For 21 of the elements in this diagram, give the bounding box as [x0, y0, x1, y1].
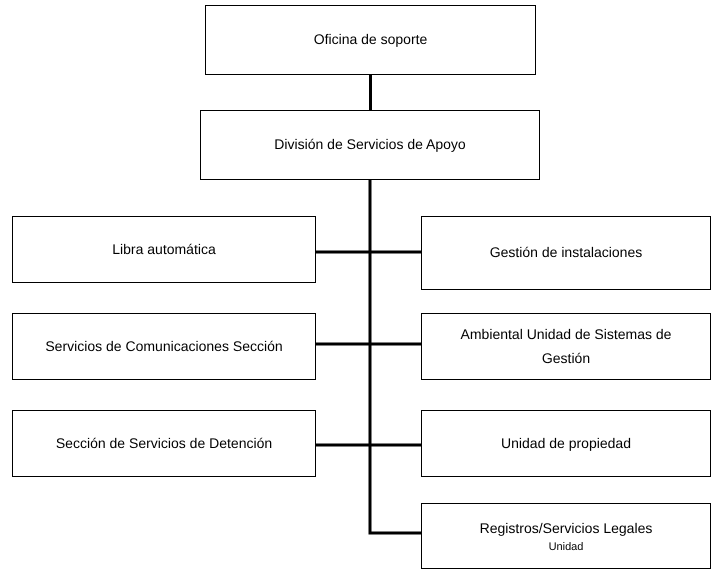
box-label: Unidad de propiedad: [501, 434, 631, 453]
connector-line: [369, 75, 372, 110]
org-box: [12, 313, 316, 380]
box-label: Unidad: [548, 541, 584, 555]
connector-line: [368, 180, 421, 534]
box-label: Registros/Servicios Legales: [480, 519, 652, 538]
box-label: Ambiental Unidad de Sistemas de Gestión: [460, 324, 672, 368]
org-box: [205, 5, 536, 75]
box-label: Gestión de instalaciones: [490, 243, 642, 262]
box-label: Oficina de soporte: [314, 30, 428, 50]
box-label: División de Servicios de Apoyo: [274, 135, 466, 154]
org-box: [421, 503, 711, 569]
org-box: [421, 313, 711, 380]
org-box: [12, 216, 316, 283]
org-box: [421, 410, 711, 477]
box-label: Libra automática: [112, 240, 216, 259]
box-label: Servicios de Comunicaciones Sección: [45, 336, 283, 356]
org-box: [12, 410, 316, 477]
box-label: Sección de Servicios de Detención: [56, 434, 272, 453]
org-box: [421, 216, 711, 290]
org-box: [200, 110, 540, 180]
